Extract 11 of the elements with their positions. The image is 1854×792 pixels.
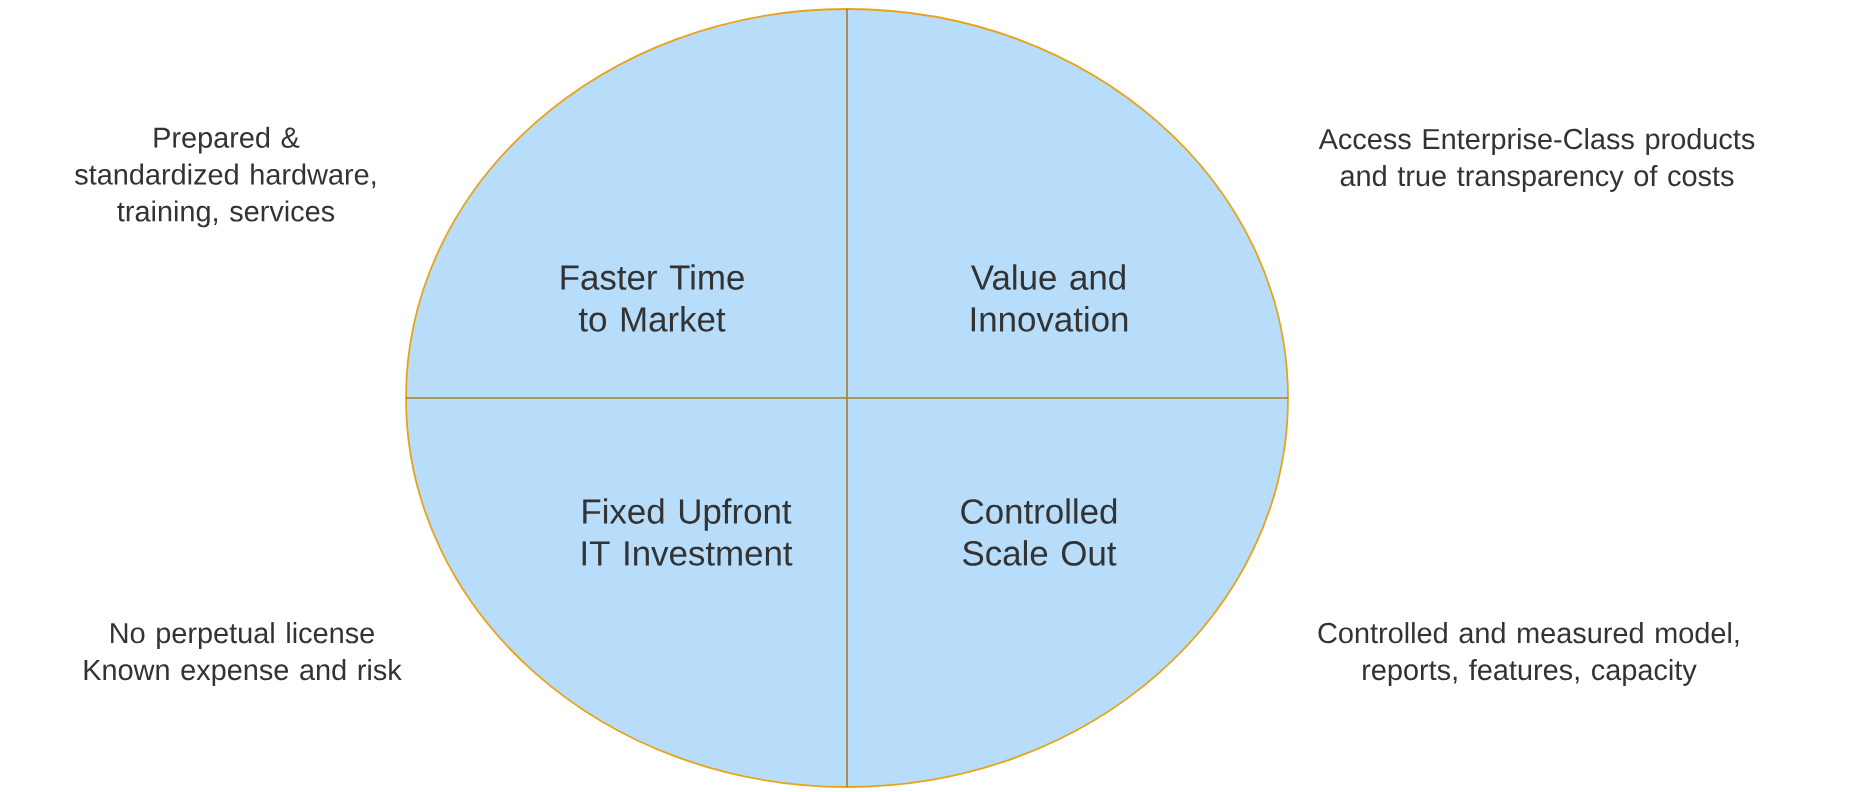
node-label: Controlled Scale Out xyxy=(961,498,1117,566)
node-label: Faster Time to Market xyxy=(561,264,744,332)
side-note: Prepared & standardized hardware, training, services xyxy=(75,126,376,228)
quadrant: Faster Time to Market xyxy=(406,9,847,398)
side-note: Controlled and measured model, reports, features, capacity xyxy=(1318,622,1739,686)
node-label: Value and Innovation xyxy=(970,264,1128,332)
quadrant: Value and Innovation xyxy=(847,9,1288,398)
node-label: Fixed Upfront IT Investment xyxy=(582,498,793,566)
quadrant: Fixed Upfront IT Investment xyxy=(406,398,847,787)
side-note: Access Enterprise-Class products and true transparency of costs xyxy=(1318,128,1755,192)
quadrant: Controlled Scale Out xyxy=(847,398,1288,787)
